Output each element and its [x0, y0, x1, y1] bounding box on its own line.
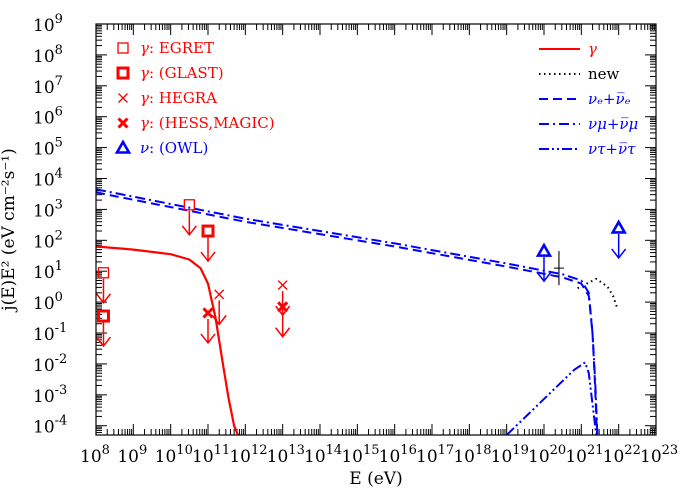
marker-hegra-5 [277, 280, 288, 291]
y-tick-label: 105 [33, 136, 63, 160]
y-tick-label: 103 [33, 197, 63, 221]
marker-hess-magic-6 [202, 307, 214, 319]
y-tick-label: 107 [33, 74, 63, 98]
x-tick-label: 1019 [491, 443, 529, 467]
y-tick-label: 10-2 [33, 352, 67, 376]
legend-line-label-4: ντ+ν̅τ [588, 140, 636, 158]
y-tick-labels: 109 108 107 106 105 104 103 102 101 100 10-1 10-2 10… [33, 12, 67, 438]
legend-label-4: ν: (OWL) [140, 139, 208, 157]
down-arrow-icon [95, 322, 112, 348]
down-arrow-icon [95, 278, 112, 304]
x-tick-label: 1010 [155, 443, 193, 467]
y-tick-label: 108 [33, 43, 63, 67]
legend-label-0: γ: EGRET [140, 39, 214, 57]
series-line-1 [577, 277, 618, 308]
down-arrow-icon [211, 300, 227, 326]
legend-symbol-2 [118, 93, 128, 103]
x-tick-label: 1017 [416, 443, 454, 467]
legend-line-label-0: γ [588, 40, 597, 58]
y-tick-label: 10-3 [33, 383, 67, 407]
series-lines [96, 188, 618, 435]
x-tick-label: 1014 [304, 443, 342, 467]
x-tick-label: 1012 [229, 443, 267, 467]
legend-symbol-0 [117, 42, 129, 54]
down-arrow-icon [200, 237, 216, 263]
legend-lines: γ new νₑ+ν̅ₑ νμ+ν̅μ ντ+ν̅τ [539, 40, 638, 158]
y-axis-title: j(E)E² (eV cm⁻²s⁻¹) [0, 148, 19, 313]
y-tick-label: 104 [33, 167, 63, 191]
marker-hegra-4 [214, 289, 225, 300]
marker-egret-0 [97, 267, 110, 279]
marker-owl-9 [610, 219, 627, 234]
marker-glast-3 [201, 224, 215, 238]
data-markers [95, 199, 627, 348]
x-tick-label: 1020 [528, 443, 566, 467]
x-axis-title: E (eV) [349, 469, 402, 489]
legend-line-label-1: new [588, 65, 620, 83]
down-arrow-icon [611, 233, 627, 260]
down-arrow-icon [200, 318, 216, 345]
legend-markers: γ: EGRET γ: (GLAST) γ: HEGRA γ: (HESS,MAGIC… [114, 39, 275, 157]
marker-owl-8 [535, 242, 553, 257]
plot-frame [95, 23, 657, 436]
legend-symbol-3 [117, 117, 129, 129]
y-tick-label: 10-1 [33, 321, 67, 345]
x-tick-label: 1016 [379, 443, 417, 467]
y-tick-label: 109 [33, 12, 63, 36]
legend-symbol-4 [114, 139, 132, 154]
series-line-0 [96, 245, 239, 435]
down-arrow-icon [536, 257, 552, 283]
x-tick-label: 1011 [192, 443, 230, 467]
series-line-2 [96, 191, 598, 435]
x-tick-label: 1015 [341, 443, 379, 467]
marker-egret-1 [183, 199, 195, 211]
x-tick-label: 1021 [565, 443, 603, 467]
x-tick-label: 108 [80, 443, 110, 467]
y-tick-label: 102 [33, 228, 63, 252]
x-tick-label: 1022 [603, 443, 641, 467]
legend-symbol-1 [116, 66, 130, 80]
legend-line-label-3: νμ+ν̅μ [588, 115, 638, 133]
legend-label-2: γ: HEGRA [140, 89, 217, 107]
y-tick-label: 106 [33, 105, 63, 129]
y-tick-label: 101 [33, 259, 63, 283]
down-arrow-icon [181, 210, 197, 236]
axis-ticks [95, 24, 656, 435]
errorbar-marker [553, 251, 564, 286]
legend-line-label-2: νₑ+ν̅ₑ [588, 90, 631, 108]
legend-label-3: γ: (HESS,MAGIC) [140, 114, 275, 132]
series-line-4 [506, 361, 598, 435]
y-tick-label: 10-4 [33, 414, 67, 438]
legend-label-1: γ: (GLAST) [140, 64, 224, 82]
x-tick-label: 1018 [453, 443, 491, 467]
y-tick-label: 100 [33, 290, 63, 314]
series-line-3 [96, 188, 599, 435]
marker-glast-2 [96, 309, 110, 323]
x-tick-label: 1013 [267, 443, 305, 467]
x-tick-label: 1023 [640, 443, 678, 467]
down-arrow-icon [275, 312, 291, 338]
marker-hess-magic-7 [277, 301, 289, 313]
x-tick-label: 109 [117, 443, 147, 467]
